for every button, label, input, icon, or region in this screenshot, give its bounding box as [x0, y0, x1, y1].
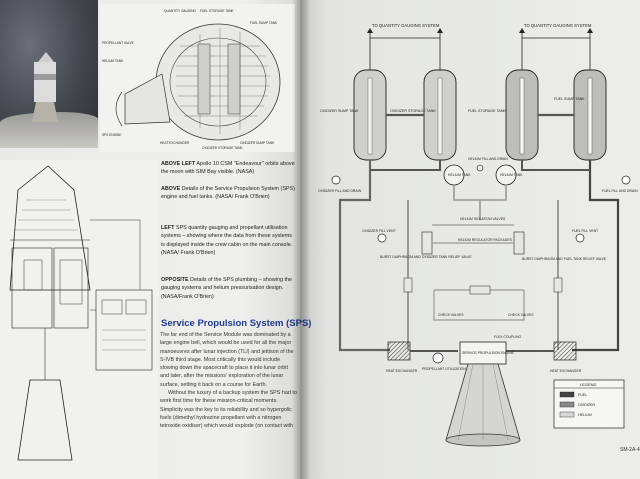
engine-label-propellant-valve: PROPELLANT VALVE: [102, 41, 134, 45]
label-check-valves-left: CHECK VALVES: [438, 313, 464, 317]
engine-label-sps-engine: SPS ENGINE: [102, 133, 122, 137]
regulator-package-right: [513, 231, 525, 255]
legend-title: LEGEND: [580, 382, 597, 387]
tank-group: [353, 69, 607, 161]
label-oxidizer-storage-tank: OXIDIZER STORAGE TANK: [390, 109, 436, 113]
heat-exchanger-right: [553, 341, 577, 361]
oxidizer-relief-valve: [403, 277, 413, 293]
label-helium-fill-drain: HELIUM FILL AND DRAIN: [468, 157, 508, 161]
label-fuel-fill-drain: FUEL FILL AND DRAIN: [602, 189, 638, 193]
label-oxidizer-sump-tank: OXIDIZER SUMP TANK: [320, 109, 359, 113]
label-fuel-sump-tank: FUEL SUMP TANK: [554, 97, 585, 101]
gauging-system-drawing: [0, 160, 158, 479]
fuel-relief-valve: [553, 277, 563, 293]
book-gutter: [292, 0, 310, 479]
label-burst-right: BURST DIAPHRAGM AND FUEL TANK RELIEF VAL…: [522, 257, 607, 261]
label-propellant-utilization-valve: PROPELLANT UTILIZATION VALVE: [422, 367, 478, 371]
caption-left: LEFT SPS quantity gauging and propellant…: [161, 225, 293, 257]
csm-moon-photo: [0, 0, 98, 148]
engine-label-oxidizer-storage-tank: OXIDIZER STORAGE TANK: [202, 146, 243, 150]
csm-spacecraft-image: [32, 52, 58, 122]
engine-label-heat-exchanger: HEAT EXCHANGER: [160, 141, 190, 145]
legend: LEGEND FUEL OXIDIZER HELIUM: [553, 379, 625, 429]
label-to-gauging-left: TO QUANTITY GAUGING SYSTEM: [372, 23, 440, 28]
label-isolation-valves: HELIUM ISOLATION VALVES: [460, 217, 506, 221]
page-number: SM-2A-4: [620, 447, 640, 453]
legend-label-fuel: FUEL: [578, 393, 587, 397]
legend-label-oxidizer: OXIDIZER: [578, 403, 595, 407]
regulator-package-left: [421, 231, 433, 255]
heat-exchanger-left: [387, 341, 411, 361]
label-helium-tank-right: HELIUM TANK: [500, 173, 523, 177]
check-valves-center: [469, 285, 491, 295]
label-fuel-storage-tank: FUEL STORAGE TANK: [468, 109, 506, 113]
legend-swatch-fuel: [559, 391, 575, 398]
propellant-utilization-valve: [432, 352, 444, 364]
label-burst-left: BURST DIAPHRAGM AND OXIDIZER TANK RELIEF…: [380, 255, 472, 259]
label-to-gauging-right: TO QUANTITY GAUGING SYSTEM: [524, 23, 592, 28]
fuel-fill-drain-valve: [621, 175, 631, 185]
engine-label-quantity-gauging: QUANTITY GAUGING: [164, 9, 197, 13]
body-paragraph: Without the luxury of a backup system th…: [160, 390, 297, 430]
body-paragraph: The far end of the Service Module was do…: [160, 332, 294, 388]
engine-label-fuel-sump-tank: FUEL SUMP TANK: [250, 21, 278, 25]
label-flex-coupling: FLEX COUPLING: [494, 335, 521, 339]
label-check-valves-right: CHECK VALVES: [508, 313, 534, 317]
legend-swatch-helium: [559, 411, 575, 418]
label-heat-exchanger-left: HEAT EXCHANGER: [386, 369, 418, 373]
legend-swatch-oxidizer: [559, 401, 575, 408]
body-text: The far end of the Service Module was do…: [160, 331, 298, 431]
label-regulator-packages: HELIUM REGULATOR PACKAGES: [458, 238, 513, 242]
oxidizer-fill-drain-valve: [331, 175, 341, 185]
sps-engine-detail-drawing: QUANTITY GAUGING FUEL STORAGE TANK PROPE…: [100, 4, 295, 152]
section-title: Service Propulsion System (SPS): [161, 318, 312, 329]
sps-plumbing-schematic: TO QUANTITY GAUGING SYSTEM TO QUANTITY G…: [318, 23, 638, 447]
caption-above-left: ABOVE LEFT Apollo 10 CSM "Endeavour" orb…: [161, 161, 295, 176]
engine-label-helium-tank: HELIUM TANK: [102, 59, 124, 63]
caption-above: ABOVE Details of the Service Propulsion …: [161, 186, 295, 201]
engine-label-oxidizer-sump-tank: OXIDIZER SUMP TANK: [240, 141, 275, 145]
label-fuel-fill-vent: FUEL FILL VENT: [572, 229, 598, 233]
label-oxidizer-fill-drain: OXIDIZER FILL AND DRAIN: [318, 189, 362, 193]
label-service-propulsion-engine: SERVICE PROPULSION ENGINE: [462, 351, 515, 355]
helium-fill-valve: [476, 164, 484, 172]
label-heat-exchanger-right: HEAT EXCHANGER: [550, 369, 582, 373]
label-oxidizer-fill-vent: OXIDIZER FILL VENT: [362, 229, 396, 233]
label-helium-tank-left: HELIUM TANK: [448, 173, 471, 177]
fuel-fill-vent-valve: [575, 233, 585, 243]
engine-label-fuel-storage-tank: FUEL STORAGE TANK: [200, 9, 234, 13]
legend-label-helium: HELIUM: [578, 413, 592, 417]
caption-opposite: OPPOSITE Details of the SPS plumbing – s…: [161, 277, 292, 300]
oxidizer-fill-vent-valve: [377, 233, 387, 243]
